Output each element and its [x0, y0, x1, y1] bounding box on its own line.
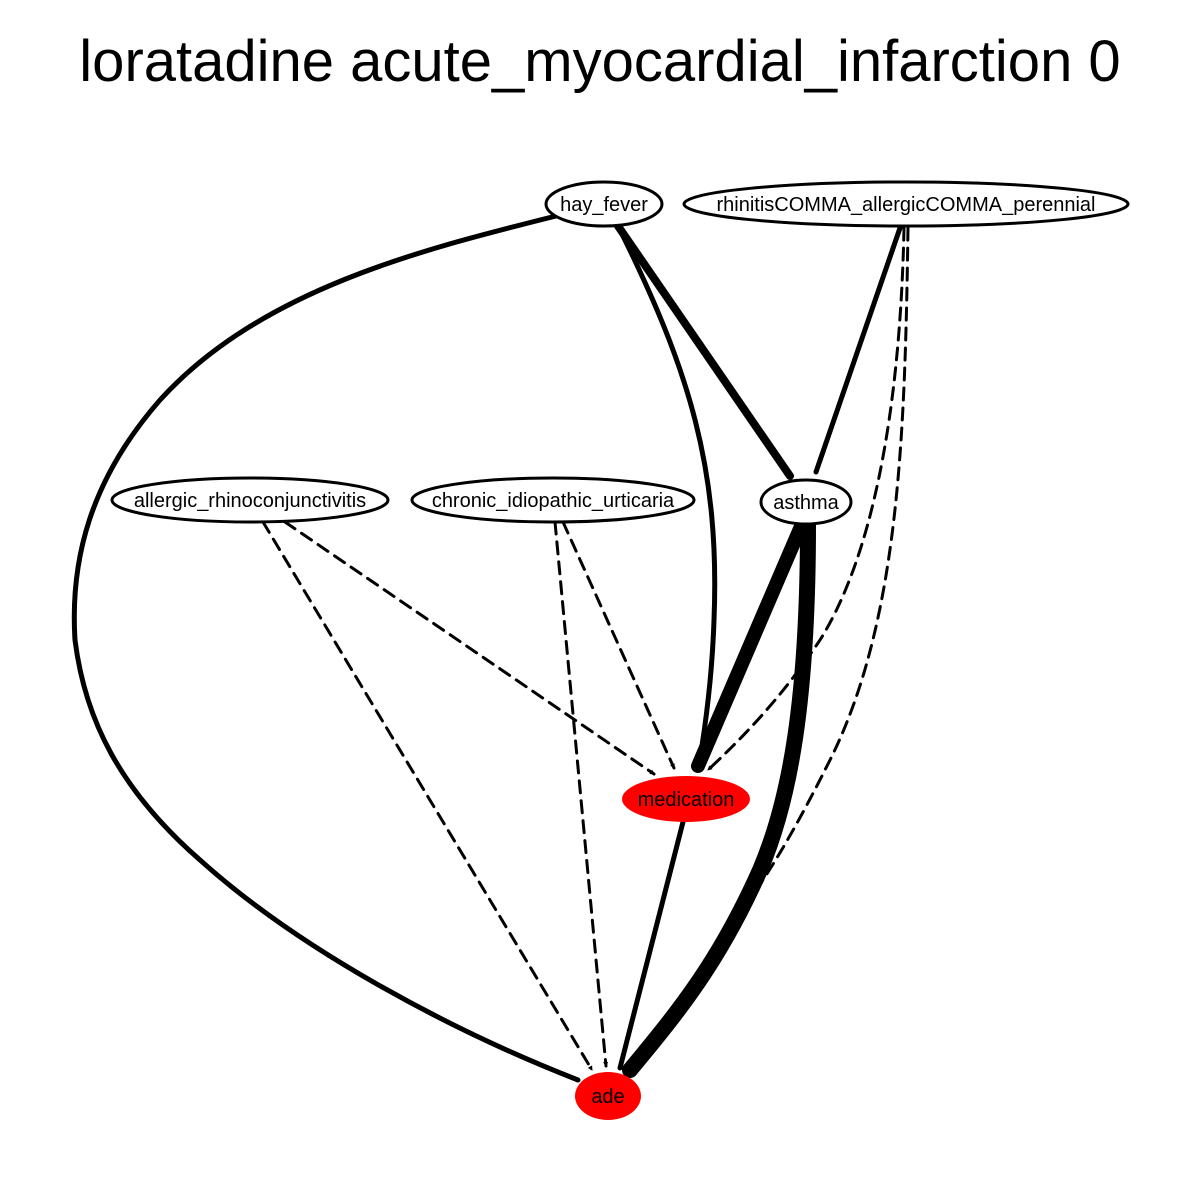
- node-shape-hay_fever: [544, 180, 664, 228]
- node-rhinitis: rhinitisCOMMA_allergicCOMMA_perennial: [682, 180, 1130, 228]
- edge-hay_fever-to-ade: [71, 213, 581, 1083]
- node-label-ade: ade: [591, 1086, 624, 1108]
- node-ade: ade: [575, 1072, 641, 1120]
- node-shape-medication: [622, 776, 750, 822]
- node-chronic_idiopathic_urticaria: chronic_idiopathic_urticaria: [410, 476, 696, 524]
- edge-asthma-to-medication: [691, 517, 809, 773]
- edge-chronic_idiopathic_urticaria-to-ade: [553, 520, 609, 1068]
- graph-title: loratadine acute_myocardial_infarction 0: [79, 29, 1121, 94]
- edge-asthma-to-ade: [622, 516, 816, 1078]
- node-medication: medication: [622, 776, 750, 822]
- edge-hay_fever-to-medication: [615, 223, 718, 773]
- node-label-allergic_rhinoconjunctivitis: allergic_rhinoconjunctivitis: [134, 490, 366, 512]
- node-allergic_rhinoconjunctivitis: allergic_rhinoconjunctivitis: [110, 476, 390, 524]
- node-shape-asthma: [759, 478, 853, 526]
- node-hay_fever: hay_fever: [544, 180, 664, 228]
- node-shape-rhinitis: [682, 180, 1130, 228]
- nodes-layer: hay_fever rhinitisCOMMA_allergicCOMMA_per…: [110, 180, 1130, 1120]
- edge-hay_fever-to-asthma: [614, 222, 794, 480]
- edge-allergic_rhinoconjunctivitis-to-medication: [283, 520, 656, 776]
- edges-layer: [71, 213, 910, 1083]
- edge-medication-to-ade: [617, 819, 686, 1071]
- node-label-chronic_idiopathic_urticaria: chronic_idiopathic_urticaria: [432, 490, 675, 512]
- node-label-rhinitis: rhinitisCOMMA_allergicCOMMA_perennial: [716, 194, 1095, 216]
- edge-rhinitis-to-medication: [706, 226, 906, 772]
- node-asthma: asthma: [759, 478, 853, 526]
- node-shape-allergic_rhinoconjunctivitis: [110, 476, 390, 524]
- node-label-hay_fever: hay_fever: [560, 194, 648, 216]
- edge-rhinitis-to-ade: [714, 226, 910, 946]
- edge-rhinitis-to-asthma: [813, 225, 903, 475]
- node-label-medication: medication: [638, 789, 735, 811]
- node-shape-chronic_idiopathic_urticaria: [410, 476, 696, 524]
- node-label-asthma: asthma: [773, 492, 839, 514]
- node-shape-ade: [575, 1072, 641, 1120]
- edge-allergic_rhinoconjunctivitis-to-ade: [261, 520, 594, 1072]
- edge-chronic_idiopathic_urticaria-to-medication: [561, 520, 676, 770]
